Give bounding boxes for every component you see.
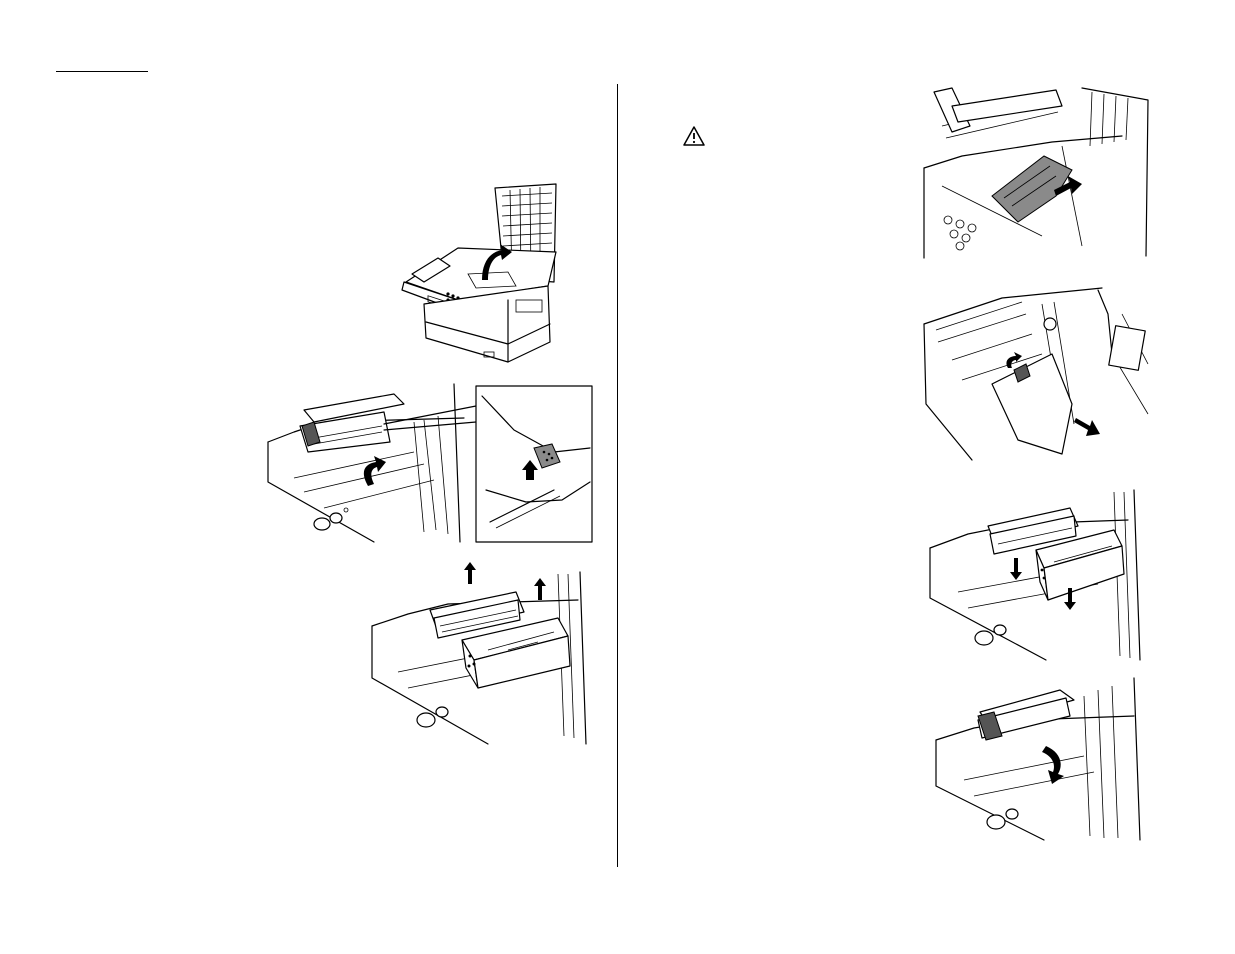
remove-jammed-paper-illustration bbox=[922, 86, 1150, 258]
lift-out-drum-and-toner-illustration bbox=[368, 560, 594, 744]
column-divider bbox=[617, 84, 618, 867]
pull-paper-from-roller-illustration bbox=[922, 284, 1150, 460]
close-cover-illustration bbox=[934, 676, 1150, 840]
release-lever-with-detail-inset-illustration bbox=[264, 382, 594, 544]
fax-machine-cover-open-illustration bbox=[398, 182, 556, 364]
reinsert-drum-and-toner-illustration bbox=[928, 488, 1150, 660]
header-rule bbox=[56, 71, 148, 72]
warning-triangle-icon bbox=[683, 126, 705, 146]
